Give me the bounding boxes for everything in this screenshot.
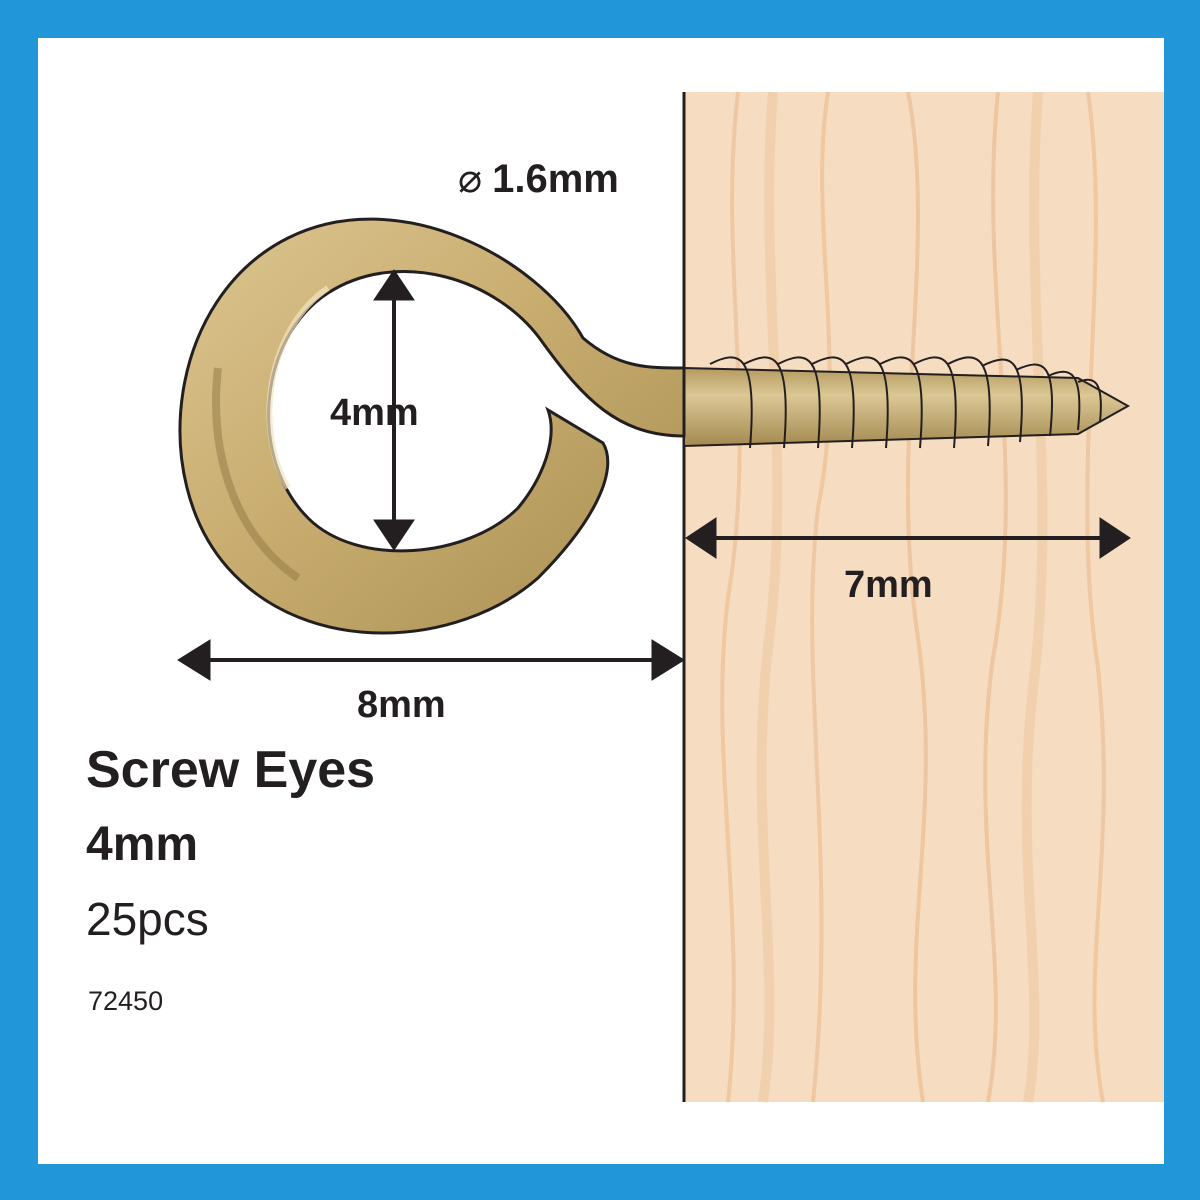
shank-length-label: 7mm (844, 564, 933, 606)
inner-diameter-label: 4mm (330, 392, 419, 434)
screw-eye-loop (178, 217, 686, 635)
product-code: 72450 (88, 986, 164, 1016)
wire-diameter-value: 1.6mm (492, 157, 619, 201)
diagram-panel: ⌀1.6mm 4mm 7mm 8mm Screw Eyes 4mm 25pcs … (38, 38, 1164, 1164)
diameter-symbol-icon: ⌀ (458, 157, 483, 201)
screw-eye-diagram (177, 91, 1164, 1103)
inner-diameter-arrow (373, 269, 415, 551)
overall-length-arrow (177, 639, 685, 681)
product-size: 4mm (86, 818, 199, 871)
product-quantity: 25pcs (86, 893, 209, 945)
wood-block (682, 91, 1164, 1103)
overall-length-label: 8mm (357, 684, 446, 726)
wire-diameter-label: ⌀1.6mm (458, 159, 619, 199)
shank-length-arrow (685, 517, 1131, 559)
product-title: Screw Eyes (86, 741, 376, 799)
